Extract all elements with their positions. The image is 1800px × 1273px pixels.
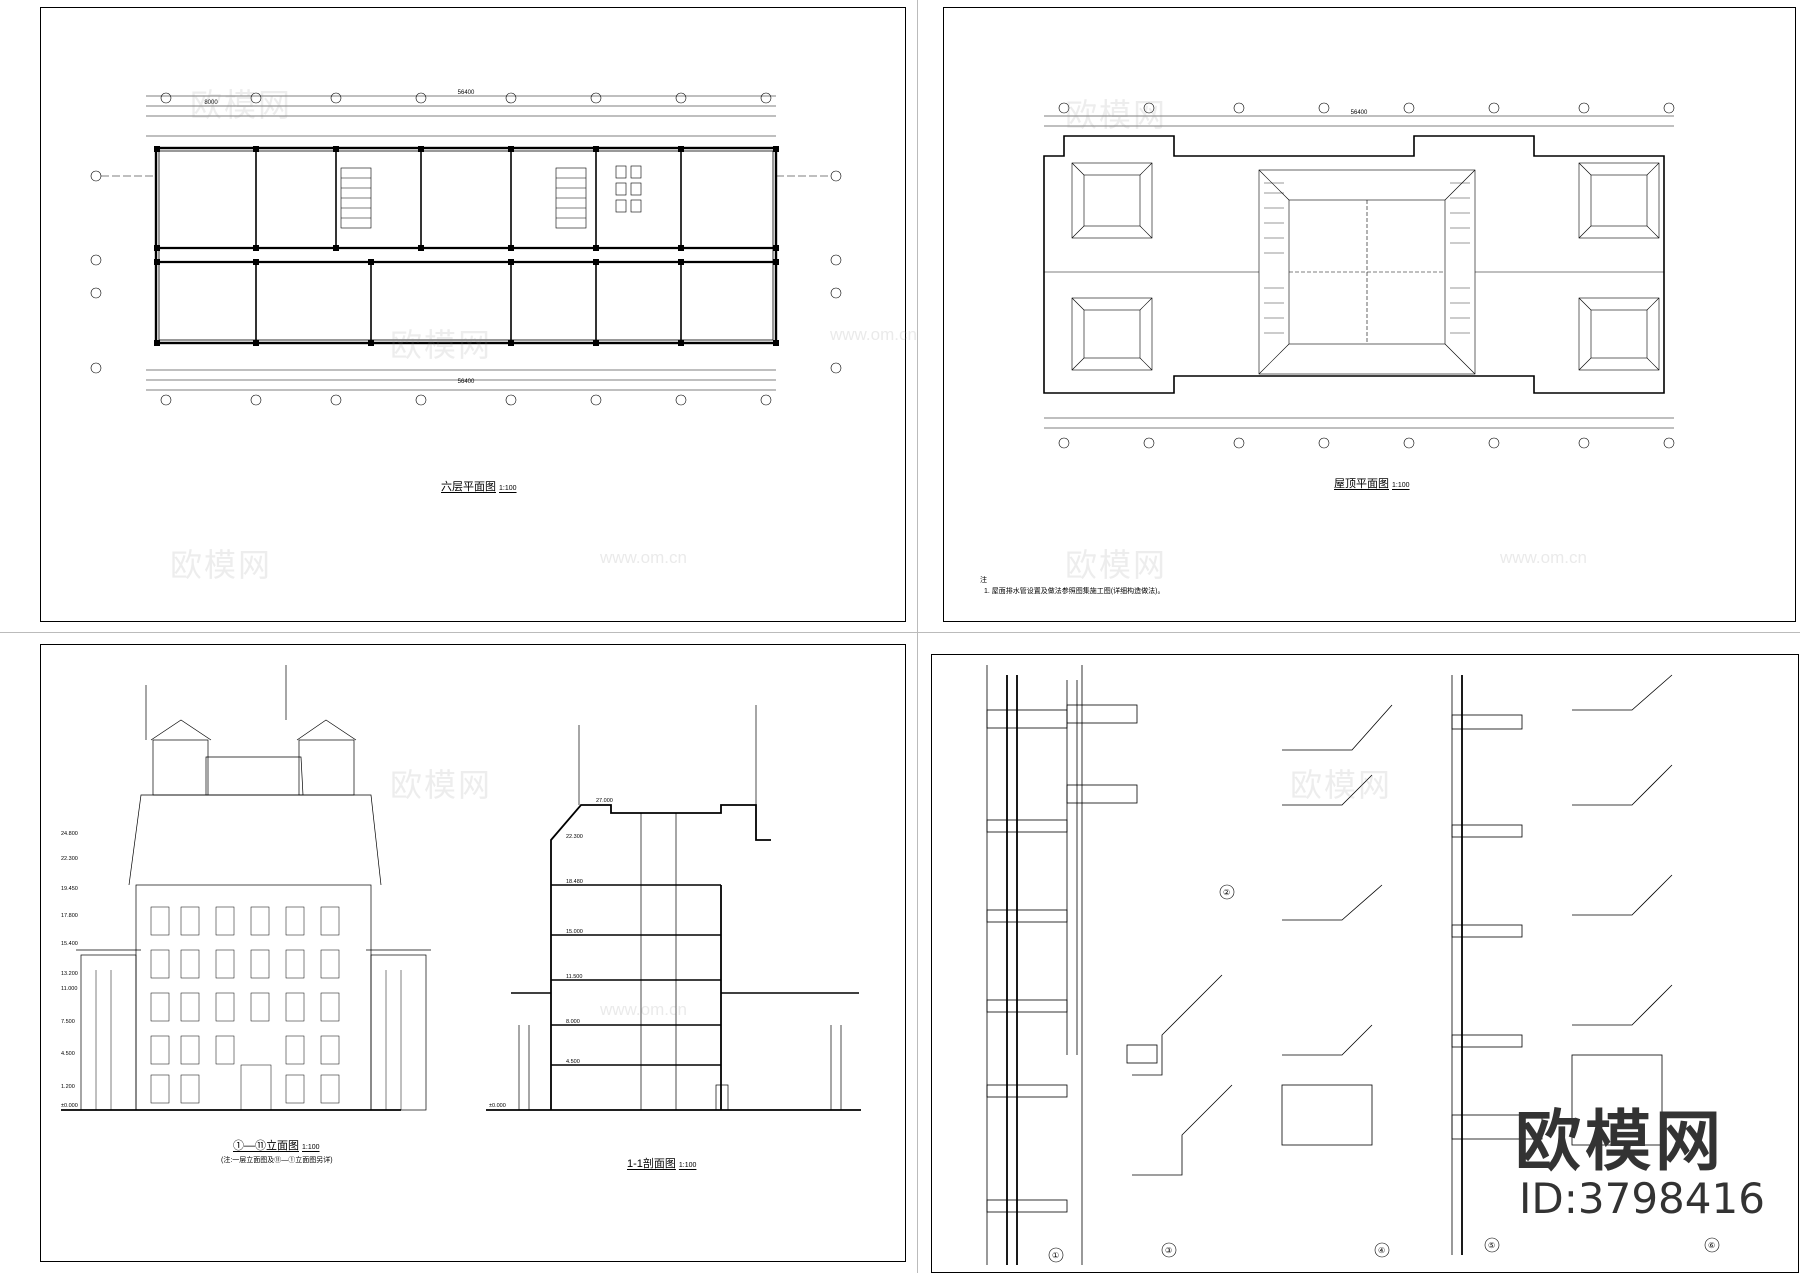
roof-plan-title-text: 屋顶平面图 (1334, 478, 1389, 490)
wall-details-drawing: ① ② ③ ④ ⑤ ⑥ (986, 665, 1720, 1265)
elevation-scale: 1:100 (302, 1144, 320, 1151)
section-level-4: 15.000 (566, 929, 583, 935)
elevation-level-10: 24.800 (61, 831, 78, 837)
roof-plan-note-line: 1. 屋面排水管设置及做法参照图集施工图(详细构造做法)。 (984, 588, 1165, 595)
roof-overall-dimension: 56400 (1351, 110, 1368, 116)
floor-plan-scale: 1:100 (499, 485, 517, 492)
elevation-subtitle: (注:一层立面图及⑪—①立面图另详) (221, 1157, 333, 1164)
elevation-level-4: 11.000 (61, 986, 77, 992)
section-level-1: 4.500 (566, 1059, 580, 1065)
roof-plan-drawing: 56400 (1043, 102, 1675, 449)
elevation-level-6: 15.400 (61, 941, 78, 947)
sheet-divider-vertical (917, 0, 918, 1273)
detail-number-6: ⑥ (1708, 1241, 1715, 1250)
section-level-0: ±0.000 (489, 1103, 506, 1109)
elevation-level-3: 7.500 (61, 1019, 75, 1025)
sheet-wall-details: ① ② ③ ④ ⑤ ⑥ (931, 654, 1799, 1273)
section-level-7: 27.000 (596, 798, 613, 804)
elevation-level-5: 13.200 (61, 971, 78, 977)
elevation-level-0: ±0.000 (61, 1103, 78, 1109)
section-title-text: 1-1剖面图 (627, 1158, 676, 1170)
plan-overall-dimension: 56400 (458, 90, 475, 96)
elevation-level-2: 4.500 (61, 1051, 75, 1057)
elevation-title-text: ①—⑪立面图 (233, 1140, 299, 1152)
section-level-2: 8.000 (566, 1019, 580, 1025)
brand-id: ID:3798416 (1519, 1174, 1765, 1223)
plan-bay-dimension: 8000 (204, 100, 218, 106)
section-scale: 1:100 (678, 1162, 697, 1169)
brand-stamp: 欧模网 ID:3798416 (1511, 1088, 1791, 1248)
section-level-6: 22.300 (566, 834, 583, 840)
detail-number-1: ① (1052, 1251, 1059, 1260)
roof-plan-note-heading: 注 (980, 577, 987, 584)
brand-logo: 欧模网 (1515, 1103, 1725, 1180)
elevation-level-9: 22.300 (61, 856, 78, 862)
detail-number-4: ④ (1378, 1246, 1385, 1255)
sheet-elevation-section: ±0.000 1.200 4.500 7.500 11.000 13.200 1… (40, 644, 906, 1262)
roof-plan-scale: 1:100 (1392, 482, 1410, 489)
detail-number-3: ③ (1165, 1246, 1172, 1255)
elevation-level-7: 17.800 (61, 913, 78, 919)
sheet-divider-horizontal (0, 632, 1800, 633)
section-level-5: 18.480 (566, 879, 583, 885)
section-level-3: 11.500 (566, 974, 582, 980)
floor-plan-title-text: 六层平面图 (441, 481, 496, 493)
elevation-level-1: 1.200 (61, 1084, 75, 1090)
plan-bottom-dimension: 56400 (458, 379, 475, 385)
detail-number-2: ② (1223, 888, 1230, 897)
elevation-level-8: 19.450 (61, 886, 78, 892)
elevation-section-drawing: ±0.000 1.200 4.500 7.500 11.000 13.200 1… (61, 665, 861, 1111)
floor-plan-drawing: 56400 8000 56400 (90, 90, 842, 406)
detail-number-5: ⑤ (1488, 1241, 1495, 1250)
